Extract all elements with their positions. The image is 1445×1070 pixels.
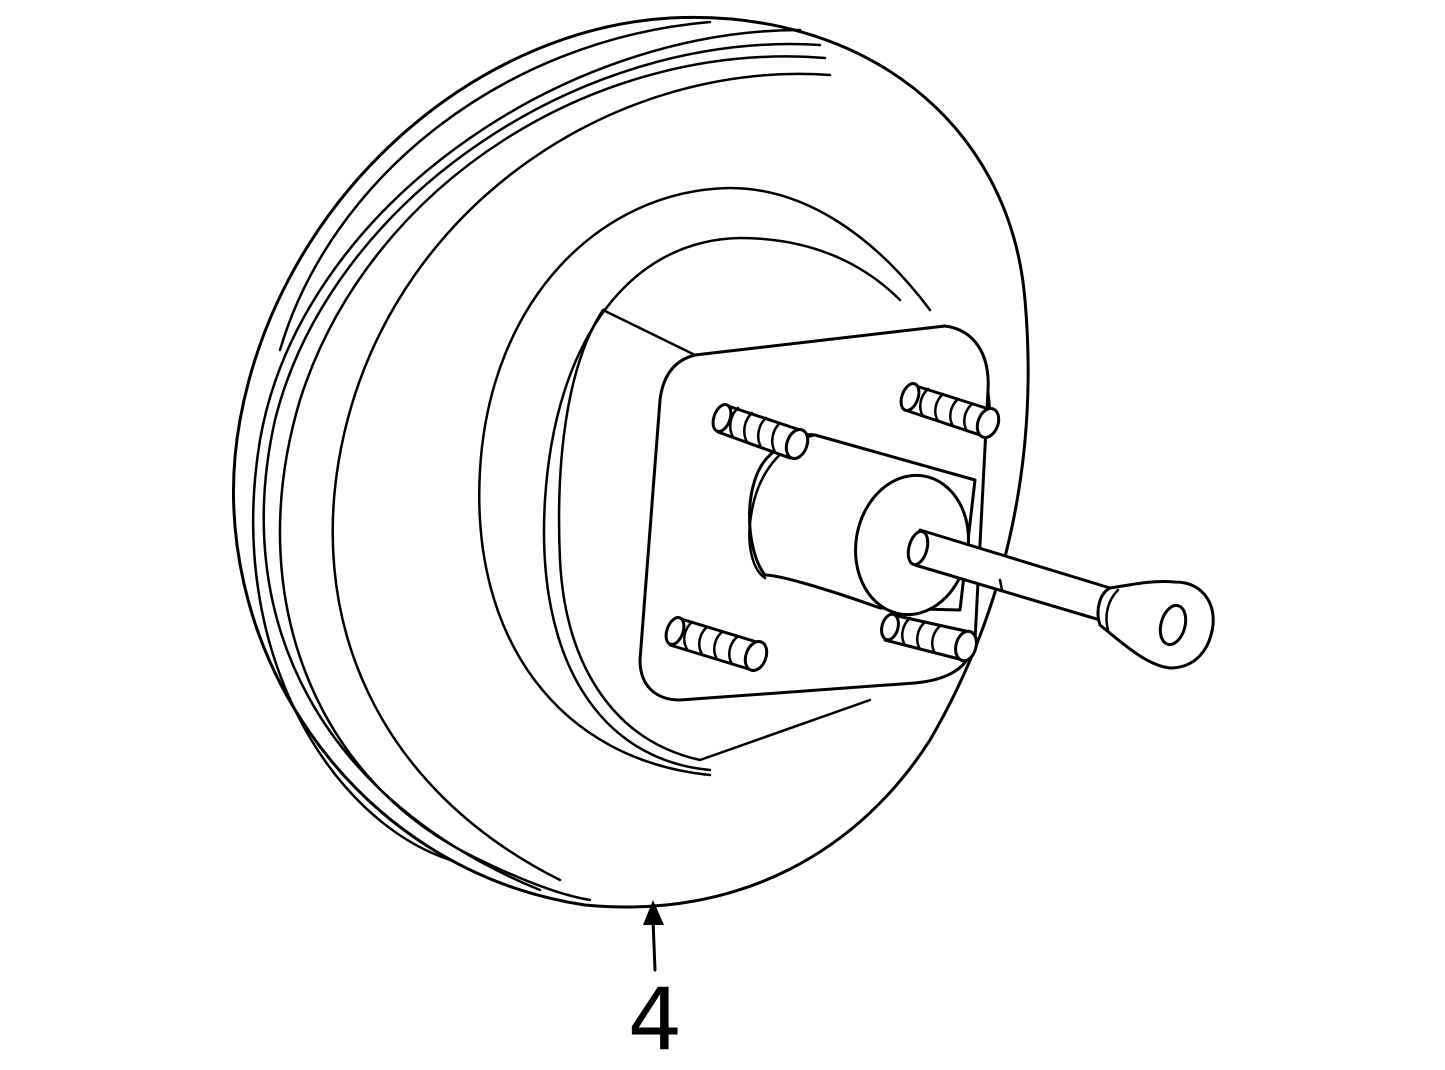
push-rod (906, 528, 1215, 670)
stud-top-right (899, 382, 1001, 440)
stud-top-left (711, 403, 810, 461)
stud-bottom-left (664, 616, 769, 673)
stud-bottom-right (880, 612, 978, 663)
booster-housing (232, 15, 1030, 909)
callout-number: 4 (627, 970, 683, 1070)
callout-arrow (643, 900, 664, 972)
